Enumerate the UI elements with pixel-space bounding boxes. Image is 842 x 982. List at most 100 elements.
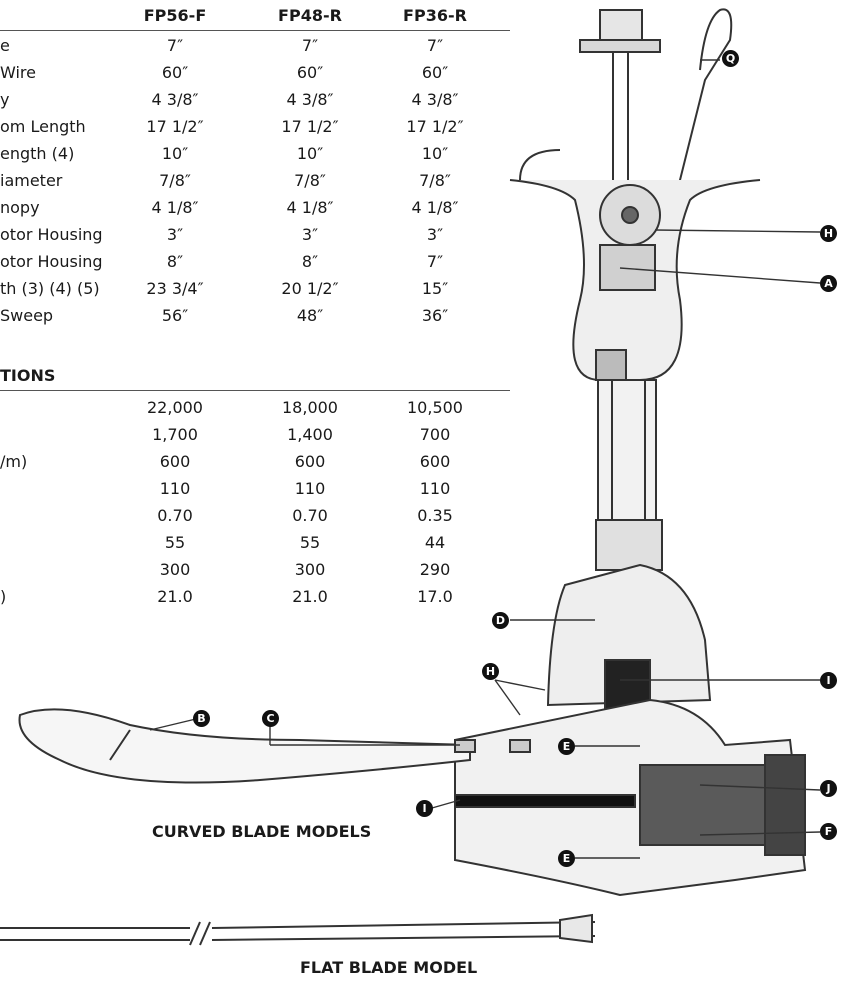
row-label: Sweep xyxy=(0,306,54,325)
cell: 7/8″ xyxy=(419,171,451,190)
table-row: 110 110 110 xyxy=(0,479,520,501)
cell: 36″ xyxy=(421,306,449,325)
cell: 0.70 xyxy=(292,506,328,525)
caption-curved: CURVED BLADE MODELS xyxy=(152,822,372,841)
cell: 21.0 xyxy=(157,587,193,606)
row-label: nopy xyxy=(0,198,40,217)
table-row: /m) 600 600 600 xyxy=(0,452,520,474)
table-row: iameter 7/8″ 7/8″ 7/8″ xyxy=(0,171,520,193)
cell: 110 xyxy=(294,479,326,498)
cell: 700 xyxy=(419,425,451,444)
table-row: y 4 3/8″ 4 3/8″ 4 3/8″ xyxy=(0,90,520,112)
cell: 20 1/2″ xyxy=(281,279,339,298)
cell: 55 xyxy=(164,533,186,552)
callout-i-lower: I xyxy=(416,800,433,817)
table-row: 300 300 290 xyxy=(0,560,520,582)
col-header-3: FP36-R xyxy=(403,6,467,25)
cell: 1,400 xyxy=(287,425,333,444)
cell: 22,000 xyxy=(147,398,203,417)
table-row: om Length 17 1/2″ 17 1/2″ 17 1/2″ xyxy=(0,117,520,139)
cell: 44 xyxy=(424,533,446,552)
cell: 300 xyxy=(159,560,191,579)
table-row: 55 55 44 xyxy=(0,533,520,555)
col-header-2: FP48-R xyxy=(278,6,342,25)
cell: 15″ xyxy=(421,279,449,298)
table-row: e 7″ 7″ 7″ xyxy=(0,36,520,58)
callout-a: A xyxy=(820,275,837,292)
section-title: TIONS xyxy=(0,366,56,385)
cell: 4 1/8″ xyxy=(286,198,334,217)
row-label: Wire xyxy=(0,63,36,82)
table-row: ength (4) 10″ 10″ 10″ xyxy=(0,144,520,166)
cell: 18,000 xyxy=(282,398,338,417)
cell: 7″ xyxy=(426,252,444,271)
cell: 300 xyxy=(294,560,326,579)
callout-e: E xyxy=(558,738,575,755)
cell: 3″ xyxy=(426,225,444,244)
cell: 17.0 xyxy=(417,587,453,606)
cell: 8″ xyxy=(301,252,319,271)
cell: 600 xyxy=(159,452,191,471)
callout-h: H xyxy=(820,225,837,242)
callout-e-lower: E xyxy=(558,850,575,867)
row-label: th (3) (4) (5) xyxy=(0,279,100,298)
cell: 4 1/8″ xyxy=(151,198,199,217)
callout-i: I xyxy=(820,672,837,689)
cell: 10″ xyxy=(161,144,189,163)
table-row: Sweep 56″ 48″ 36″ xyxy=(0,306,520,328)
row-label: om Length xyxy=(0,117,86,136)
table-row: th (3) (4) (5) 23 3/4″ 20 1/2″ 15″ xyxy=(0,279,520,301)
table-row: Wire 60″ 60″ 60″ xyxy=(0,63,520,85)
cell: 290 xyxy=(419,560,451,579)
cell: 60″ xyxy=(161,63,189,82)
row-label: e xyxy=(0,36,10,55)
table-row: otor Housing 3″ 3″ 3″ xyxy=(0,225,520,247)
cell: 23 3/4″ xyxy=(146,279,204,298)
table-row: 0.70 0.70 0.35 xyxy=(0,506,520,528)
cell: 10,500 xyxy=(407,398,463,417)
callout-j: J xyxy=(820,780,837,797)
callout-q: Q xyxy=(722,50,739,67)
cell: 10″ xyxy=(421,144,449,163)
callout-d: D xyxy=(492,612,509,629)
cell: 4 3/8″ xyxy=(411,90,459,109)
cell: 4 3/8″ xyxy=(286,90,334,109)
cell: 110 xyxy=(159,479,191,498)
cell: 110 xyxy=(419,479,451,498)
cell: 17 1/2″ xyxy=(146,117,204,136)
cell: 8″ xyxy=(166,252,184,271)
table-rule xyxy=(0,30,510,31)
row-label: ength (4) xyxy=(0,144,75,163)
callout-c: C xyxy=(262,710,279,727)
row-label: ) xyxy=(0,587,7,606)
cell: 3″ xyxy=(301,225,319,244)
row-label: otor Housing xyxy=(0,252,103,271)
cell: 7″ xyxy=(166,36,184,55)
cell: 21.0 xyxy=(292,587,328,606)
row-label: iameter xyxy=(0,171,63,190)
cell: 48″ xyxy=(296,306,324,325)
cell: 56″ xyxy=(161,306,189,325)
table-row: ) 21.0 21.0 17.0 xyxy=(0,587,520,609)
row-label: otor Housing xyxy=(0,225,103,244)
table-row: otor Housing 8″ 8″ 7″ xyxy=(0,252,520,274)
cell: 3″ xyxy=(166,225,184,244)
row-label: /m) xyxy=(0,452,28,471)
cell: 600 xyxy=(294,452,326,471)
table-row: nopy 4 1/8″ 4 1/8″ 4 1/8″ xyxy=(0,198,520,220)
section-rule xyxy=(0,390,510,391)
cell: 7″ xyxy=(426,36,444,55)
callout-f: F xyxy=(820,823,837,840)
col-header-1: FP56-F xyxy=(143,6,207,25)
cell: 60″ xyxy=(296,63,324,82)
cell: 4 3/8″ xyxy=(151,90,199,109)
cell: 10″ xyxy=(296,144,324,163)
cell: 60″ xyxy=(421,63,449,82)
callout-h-lower: H xyxy=(482,663,499,680)
cell: 7/8″ xyxy=(294,171,326,190)
cell: 17 1/2″ xyxy=(406,117,464,136)
caption-flat: FLAT BLADE MODEL xyxy=(300,958,478,977)
cell: 1,700 xyxy=(152,425,198,444)
table-row: 22,000 18,000 10,500 xyxy=(0,398,520,420)
